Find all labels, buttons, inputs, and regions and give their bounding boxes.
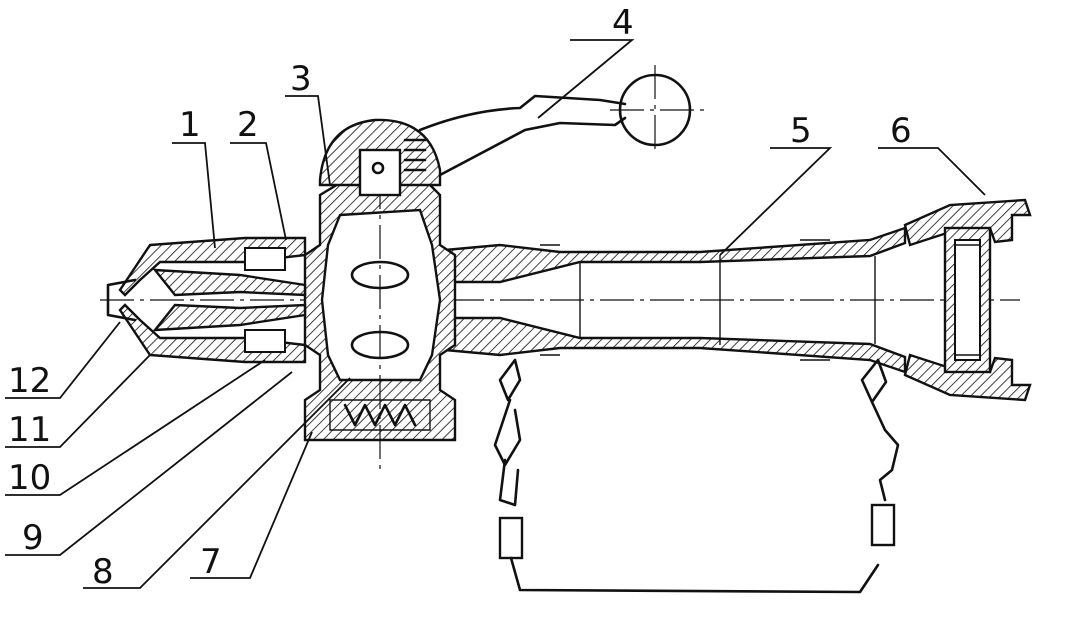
coupling-claw	[903, 198, 1032, 402]
part-label-6: 6	[890, 111, 912, 151]
outlet-tube	[443, 226, 907, 374]
valve-cap	[318, 118, 442, 197]
part-label-7: 7	[200, 542, 222, 582]
part-label-3: 3	[290, 59, 312, 99]
handle-lever	[418, 65, 710, 177]
part-label-12: 12	[8, 361, 51, 401]
part-labels: 1 2 3 4 5 6 7 8 9 10 11 12	[8, 3, 912, 592]
part-label-10: 10	[8, 458, 51, 498]
leader-lines	[5, 39, 986, 589]
part-label-8: 8	[92, 552, 114, 592]
chain-assembly	[493, 358, 900, 594]
part-label-11: 11	[8, 410, 51, 450]
valve-body	[303, 125, 457, 470]
part-label-1: 1	[179, 105, 201, 145]
inlet-assembly	[106, 236, 307, 364]
part-label-9: 9	[22, 518, 44, 558]
part-label-5: 5	[790, 111, 812, 151]
part-label-4: 4	[612, 3, 634, 43]
part-label-2: 2	[237, 105, 259, 145]
